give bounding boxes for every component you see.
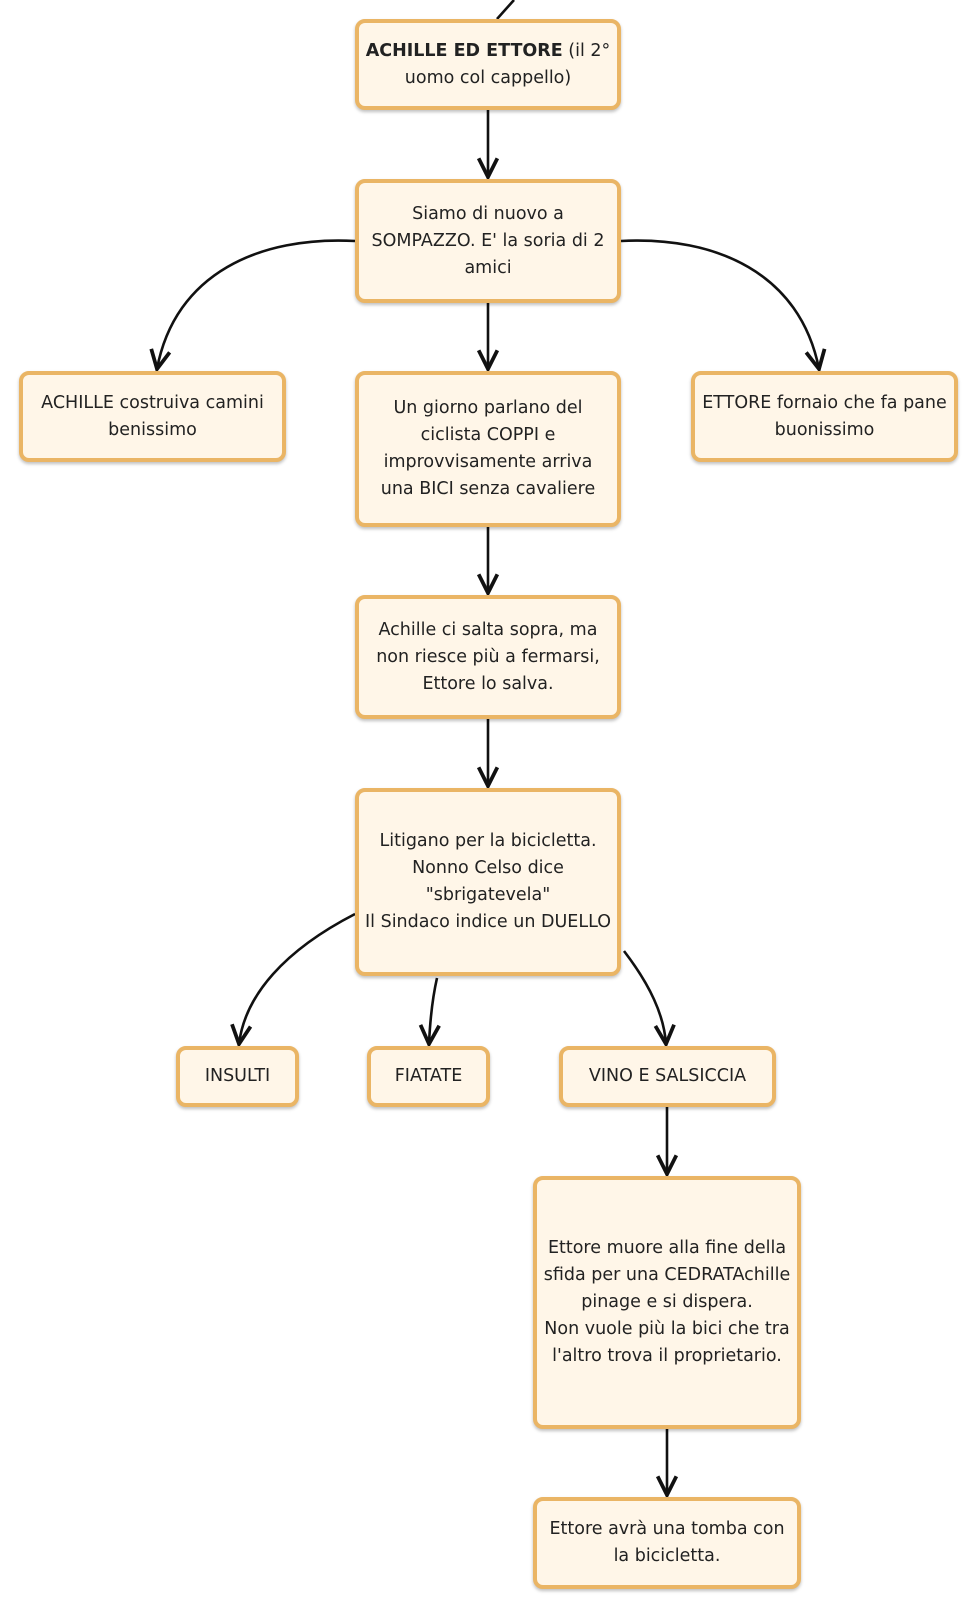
node-muore-text: Ettore muore alla fine della sfida per u… bbox=[543, 1238, 791, 1366]
node-ettore: ETTORE fornaio che fa pane buonissimo bbox=[691, 371, 958, 462]
node-salta-text: Achille ci salta sopra, ma non riesce pi… bbox=[376, 619, 600, 694]
node-intro-text: Siamo di nuovo a SOMPAZZO. E' la soria d… bbox=[371, 203, 605, 278]
node-litigano-text: Litigano per la bicicletta. Nonno Celso … bbox=[365, 831, 611, 932]
node-vino: VINO E SALSICCIA bbox=[559, 1046, 776, 1107]
edge-litigano-to-vino bbox=[622, 950, 666, 1044]
node-litigano: Litigano per la bicicletta. Nonno Celso … bbox=[355, 788, 621, 976]
edge-intro-to-ettore bbox=[620, 239, 819, 369]
node-title-text: ACHILLE ED ETTORE (il 2° uomo col cappel… bbox=[365, 38, 611, 92]
node-insulti-text: INSULTI bbox=[204, 1066, 271, 1086]
node-tomba-text: Ettore avrà una tomba con la bicicletta. bbox=[549, 1519, 785, 1566]
node-insulti: INSULTI bbox=[176, 1046, 299, 1107]
node-fiatate-text: FIATATE bbox=[394, 1066, 463, 1086]
node-coppi: Un giorno parlano del ciclista COPPI e i… bbox=[355, 371, 621, 527]
node-vino-text: VINO E SALSICCIA bbox=[588, 1066, 747, 1086]
node-intro: Siamo di nuovo a SOMPAZZO. E' la soria d… bbox=[355, 179, 621, 303]
edge-litigano-to-fiatate bbox=[429, 977, 437, 1044]
edge-above-to-title bbox=[496, 0, 515, 20]
node-coppi-text: Un giorno parlano del ciclista COPPI e i… bbox=[380, 398, 596, 499]
edge-intro-to-achille bbox=[157, 239, 356, 369]
node-achille: ACHILLE costruiva camini benissimo bbox=[19, 371, 286, 462]
node-tomba: Ettore avrà una tomba con la bicicletta. bbox=[533, 1497, 801, 1589]
node-muore: Ettore muore alla fine della sfida per u… bbox=[533, 1176, 801, 1429]
node-fiatate: FIATATE bbox=[367, 1046, 490, 1107]
node-ettore-text: ETTORE fornaio che fa pane buonissimo bbox=[702, 392, 947, 440]
node-title: ACHILLE ED ETTORE (il 2° uomo col cappel… bbox=[355, 19, 621, 110]
edge-litigano-to-insulti bbox=[239, 912, 356, 1044]
node-salta: Achille ci salta sopra, ma non riesce pi… bbox=[355, 595, 621, 719]
node-title-rest: (il 2° uomo col cappello) bbox=[404, 40, 611, 88]
node-title-bold: ACHILLE ED ETTORE bbox=[365, 40, 563, 61]
node-achille-text: ACHILLE costruiva camini benissimo bbox=[41, 392, 264, 440]
